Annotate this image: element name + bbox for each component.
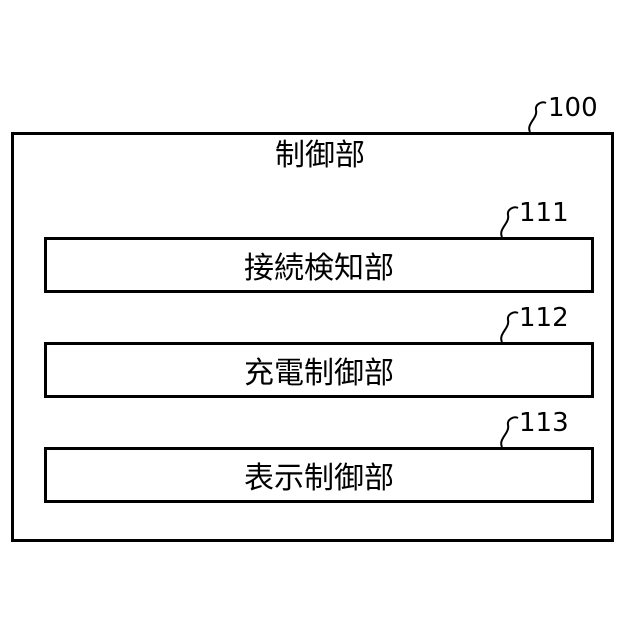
ref-label-113: 113	[519, 408, 569, 438]
display-control-unit-box: 表示制御部	[44, 447, 594, 503]
ref-label-112: 112	[519, 303, 569, 333]
control-unit-title: 制御部	[0, 136, 640, 176]
connection-detection-unit-box: 接続検知部	[44, 237, 594, 293]
connection-detection-unit-label: 接続検知部	[244, 243, 394, 287]
leader-line-100	[529, 102, 546, 132]
ref-label-100: 100	[548, 93, 598, 123]
charge-control-unit-box: 充電制御部	[44, 342, 594, 398]
ref-label-111: 111	[519, 198, 569, 228]
display-control-unit-label: 表示制御部	[244, 453, 394, 497]
charge-control-unit-label: 充電制御部	[244, 348, 394, 392]
